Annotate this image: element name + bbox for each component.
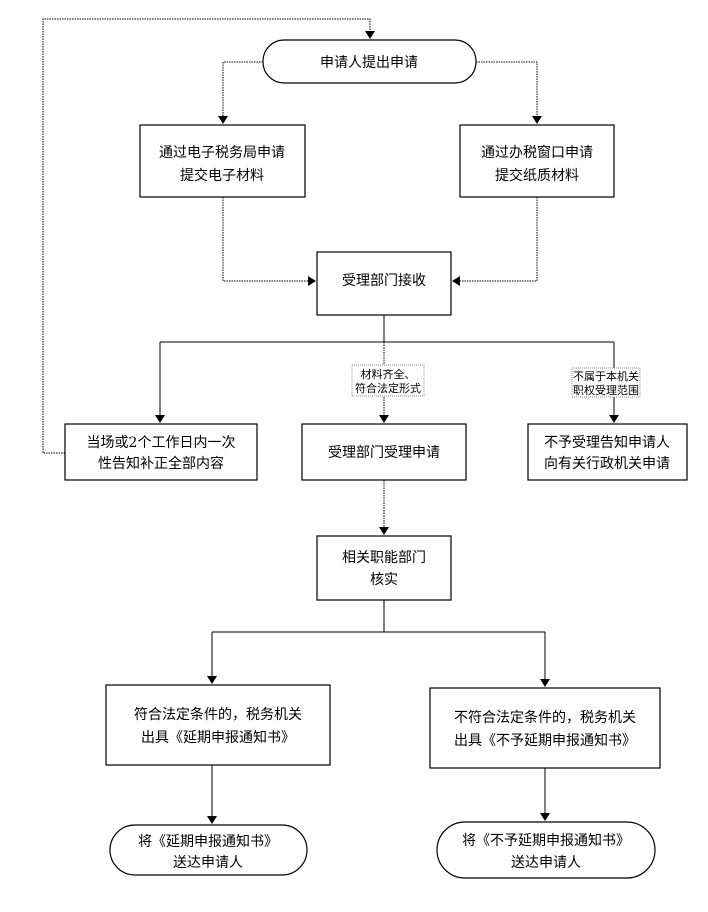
svg-text:出具《延期申报通知书》: 出具《延期申报通知书》 bbox=[141, 729, 295, 746]
node-reject: 不予受理告知申请人 向有关行政机关申请 bbox=[527, 423, 688, 481]
svg-text:相关职能部门: 相关职能部门 bbox=[342, 550, 426, 566]
svg-text:受理部门受理申请: 受理部门受理申请 bbox=[328, 445, 440, 461]
svg-text:性告知补正全部内容: 性告知补正全部内容 bbox=[98, 455, 224, 472]
svg-text:当场或2个工作日内一次: 当场或2个工作日内一次 bbox=[87, 435, 236, 451]
connector-online-receive bbox=[222, 197, 316, 286]
connector-verify-branch bbox=[212, 600, 545, 633]
node-deny: 不符合法定条件的，税务机关 出具《不予延期申报通知书》 bbox=[429, 687, 661, 769]
node-deliver-approve: 将《延期申报通知书》 送达申请人 bbox=[109, 824, 308, 876]
svg-text:不符合法定条件的，税务机关: 不符合法定条件的，税务机关 bbox=[454, 709, 636, 726]
svg-text:申请人提出申请: 申请人提出申请 bbox=[320, 55, 418, 71]
svg-text:受理部门接收: 受理部门接收 bbox=[342, 272, 426, 289]
connector-window-receive bbox=[452, 197, 538, 286]
svg-text:不属于本机关: 不属于本机关 bbox=[573, 369, 639, 383]
svg-text:提交纸质材料: 提交纸质材料 bbox=[495, 167, 579, 184]
svg-text:不予受理告知申请人: 不予受理告知申请人 bbox=[544, 434, 670, 451]
connector-receive-branch bbox=[160, 315, 614, 343]
connector-start-window bbox=[476, 61, 542, 124]
node-approve: 符合法定条件的，税务机关 出具《延期申报通知书》 bbox=[105, 684, 331, 766]
node-deliver-deny: 将《不予延期申报通知书》 送达申请人 bbox=[436, 821, 656, 879]
node-supplement: 当场或2个工作日内一次 性告知补正全部内容 bbox=[64, 423, 258, 481]
svg-text:材料齐全、: 材料齐全、 bbox=[361, 367, 416, 381]
svg-text:提交电子材料: 提交电子材料 bbox=[180, 167, 264, 184]
connector-start-online bbox=[218, 61, 263, 124]
node-verify: 相关职能部门 核实 bbox=[316, 535, 452, 601]
svg-text:送达申请人: 送达申请人 bbox=[173, 855, 243, 871]
svg-text:符合法定条件的，税务机关: 符合法定条件的，税务机关 bbox=[134, 706, 302, 723]
svg-text:职权受理范围: 职权受理范围 bbox=[573, 383, 639, 397]
svg-text:核实: 核实 bbox=[370, 572, 398, 588]
svg-text:符合法定形式: 符合法定形式 bbox=[355, 381, 421, 395]
node-accept: 受理部门受理申请 bbox=[301, 423, 467, 481]
svg-text:出具《不予延期申报通知书》: 出具《不予延期申报通知书》 bbox=[454, 732, 636, 749]
svg-text:送达申请人: 送达申请人 bbox=[511, 855, 581, 871]
node-receive: 受理部门接收 bbox=[316, 251, 452, 316]
loop-back-connector bbox=[42, 18, 375, 454]
svg-text:通过办税窗口申请: 通过办税窗口申请 bbox=[481, 144, 593, 161]
node-online-application: 通过电子税务局申请 提交电子材料 bbox=[139, 124, 306, 198]
svg-text:将《不予延期申报通知书》: 将《不予延期申报通知书》 bbox=[462, 832, 630, 849]
edge-label-out-of-scope: 不属于本机关 职权受理范围 bbox=[571, 367, 641, 398]
svg-text:将《延期申报通知书》: 将《延期申报通知书》 bbox=[138, 833, 278, 850]
svg-text:通过电子税务局申请: 通过电子税务局申请 bbox=[159, 145, 285, 161]
edge-label-complete: 材料齐全、 符合法定形式 bbox=[351, 364, 425, 397]
node-start: 申请人提出申请 bbox=[262, 39, 477, 84]
svg-text:向有关行政机关申请: 向有关行政机关申请 bbox=[544, 456, 670, 472]
node-window-application: 通过办税窗口申请 提交纸质材料 bbox=[459, 124, 615, 198]
